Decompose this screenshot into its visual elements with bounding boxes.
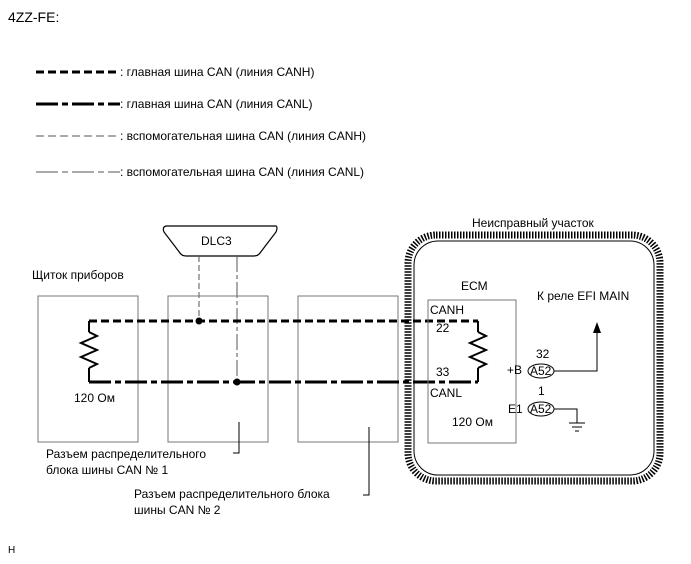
junction1-leader (233, 422, 240, 454)
legend-text-sub-canh: : вспомогательная шина CAN (линия CANH) (120, 129, 366, 143)
ecm-e1-connector-label: A52 (530, 402, 552, 416)
canl-splice-point (233, 378, 241, 386)
legend-text-sub-canl: : вспомогательная шина CAN (линия CANL) (120, 165, 364, 179)
ecm-e1-pin: 1 (538, 384, 545, 398)
junction-connector-2-box (297, 295, 399, 443)
junction2-label-line2: шины CAN № 2 (134, 503, 221, 517)
legend-text-main-canh: : главная шина CAN (линия CANH) (120, 65, 314, 79)
legend-text-main-canl: : главная шина CAN (линия CANL) (120, 97, 312, 111)
dlc3-shape (162, 225, 278, 257)
ecm-canh-pin: 22 (436, 321, 450, 335)
relay-arrow-icon (593, 322, 601, 333)
instrument-panel: Щиток приборов 120 Ом (32, 268, 139, 443)
ecm-resistor-label: 120 Ом (452, 415, 493, 429)
faulty-area-label: Неисправный участок (472, 216, 595, 230)
faulty-area-border-inner (413, 240, 655, 476)
junction2-label-line1: Разъем распределительного блока (134, 487, 330, 501)
ecm-resistor-symbol (467, 331, 489, 369)
junction2-leader (363, 427, 370, 496)
relay-label: К реле EFI MAIN (537, 289, 629, 303)
instrument-resistor-symbol (78, 331, 100, 369)
ecm-e1-label: E1 (508, 402, 523, 416)
ecm-plus-b-pin: 32 (536, 347, 550, 361)
footer-mark: H (8, 545, 15, 556)
dlc3-connector: DLC3 (162, 225, 278, 382)
junction1-label-line2: блока шины CAN № 1 (46, 463, 168, 477)
legend: : главная шина CAN (линия CANH) : главна… (36, 65, 366, 179)
faulty-area: Неисправный участок (404, 216, 664, 485)
ecm-plus-b-label: +B (507, 363, 522, 377)
ecm-canl-label: CANL (430, 386, 462, 400)
junction1-label-line1: Разъем распределительного (46, 447, 206, 461)
instrument-panel-label: Щиток приборов (32, 268, 124, 282)
relay-wire (554, 330, 598, 372)
junction-connector-1-box (167, 295, 269, 443)
ecm-box (427, 299, 517, 444)
instrument-panel-box (37, 295, 139, 443)
ground-wire (554, 408, 578, 423)
instrument-resistor-label: 120 Ом (74, 391, 115, 405)
ecm: ECM CANH 22 33 CANL 120 Ом 32 +B A52 1 E… (427, 279, 601, 444)
ecm-plus-b-connector-label: A52 (530, 364, 552, 378)
canh-splice-point (195, 317, 203, 325)
ground-icon (569, 422, 585, 432)
ecm-canl-pin: 33 (436, 365, 450, 379)
ecm-canh-label: CANH (430, 303, 464, 317)
dlc3-label: DLC3 (201, 234, 232, 248)
engine-code-title: 4ZZ-FE: (8, 9, 59, 25)
faulty-area-border-outer (404, 231, 664, 485)
ecm-title: ECM (461, 279, 488, 293)
